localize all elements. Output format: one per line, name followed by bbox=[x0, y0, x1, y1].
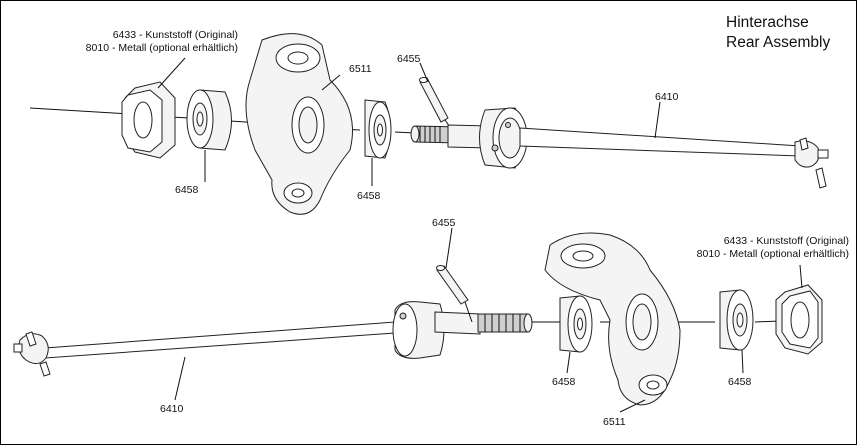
bottom-driveshaft bbox=[13, 321, 396, 377]
top-bearing-outer bbox=[186, 89, 232, 151]
top-nut-label-1: 6433 - Kunststoff (Original) bbox=[113, 29, 238, 41]
bottom-nut-label-2: 8010 - Metall (optional erhältlich) bbox=[697, 248, 849, 260]
bottom-threaded-shaft bbox=[477, 313, 533, 333]
top-hub-part-number: 6511 bbox=[349, 63, 372, 75]
top-axis-line bbox=[29, 107, 131, 115]
top-hex-nut bbox=[121, 81, 176, 159]
top-assembly bbox=[29, 33, 829, 215]
top-bearing-inner-part-number: 6458 bbox=[357, 190, 381, 202]
title-de: Hinterachse bbox=[726, 14, 809, 31]
bottom-drive-pin bbox=[436, 265, 473, 323]
top-nut-label-2: 8010 - Metall (optional erhältlich) bbox=[86, 42, 238, 54]
bottom-hub-part-number: 6511 bbox=[603, 416, 626, 428]
bottom-hub-carrier bbox=[544, 232, 681, 406]
top-driveshaft-part-number: 6410 bbox=[655, 91, 679, 103]
top-hub-carrier bbox=[245, 33, 353, 215]
title-en: Rear Assembly bbox=[726, 34, 830, 51]
labels: Hinterachse Rear Assembly 6433 - Kunstst… bbox=[86, 14, 849, 428]
bottom-bearing-inner bbox=[559, 295, 593, 353]
bottom-assembly bbox=[13, 232, 823, 406]
leader-lines bbox=[157, 57, 803, 413]
bottom-driveshaft-part-number: 6410 bbox=[160, 403, 184, 415]
top-bearing-outer-part-number: 6458 bbox=[175, 184, 199, 196]
top-pin-part-number: 6455 bbox=[397, 53, 421, 65]
bottom-bearing-outer-part-number: 6458 bbox=[728, 376, 752, 388]
bottom-nut-label-1: 6433 - Kunststoff (Original) bbox=[724, 235, 849, 247]
bottom-hex-nut bbox=[775, 284, 823, 355]
bottom-bearing-inner-part-number: 6458 bbox=[552, 376, 576, 388]
top-driveshaft bbox=[519, 127, 829, 189]
bottom-pin-part-number: 6455 bbox=[432, 217, 456, 229]
top-threaded-shaft bbox=[410, 124, 491, 149]
top-bearing-inner bbox=[364, 99, 392, 159]
top-drive-pin bbox=[419, 77, 453, 131]
top-driveshaft-cup bbox=[479, 107, 528, 169]
bottom-driveshaft-cup bbox=[392, 301, 481, 359]
bottom-bearing-outer bbox=[719, 289, 754, 351]
